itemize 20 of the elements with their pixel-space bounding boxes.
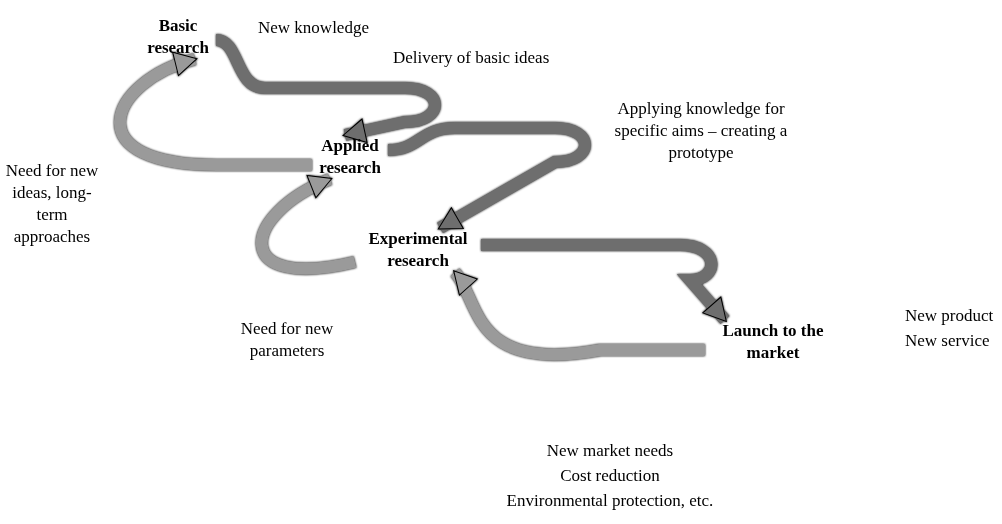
curved-arrow bbox=[114, 53, 312, 171]
curved-arrow bbox=[256, 173, 357, 275]
stage-label: Applied research bbox=[318, 135, 382, 180]
stage-label: Launch to the market bbox=[721, 320, 825, 365]
annotation-text: Delivery of basic ideas bbox=[393, 47, 551, 69]
annotation-text: Cost reduction bbox=[559, 465, 661, 487]
annotation-text: New market needs bbox=[545, 440, 675, 462]
annotation-text: Need for new parameters bbox=[239, 318, 335, 363]
annotation-text: New product bbox=[905, 305, 995, 327]
stage-label: Basic research bbox=[146, 15, 210, 60]
annotation-text: New knowledge bbox=[258, 17, 370, 39]
annotation-text: Environmental protection, etc. bbox=[505, 490, 715, 512]
curved-arrow bbox=[481, 239, 730, 324]
annotation-text: New service bbox=[905, 330, 991, 352]
annotation-text: Applying knowledge for specific aims – creating a prototype bbox=[613, 98, 789, 165]
curved-arrow bbox=[450, 268, 705, 361]
curved-arrow bbox=[387, 122, 591, 234]
stage-label: Experimental research bbox=[367, 228, 469, 273]
curved-arrow bbox=[214, 34, 441, 143]
annotation-text: Need for new ideas, long-term approaches bbox=[4, 160, 100, 249]
